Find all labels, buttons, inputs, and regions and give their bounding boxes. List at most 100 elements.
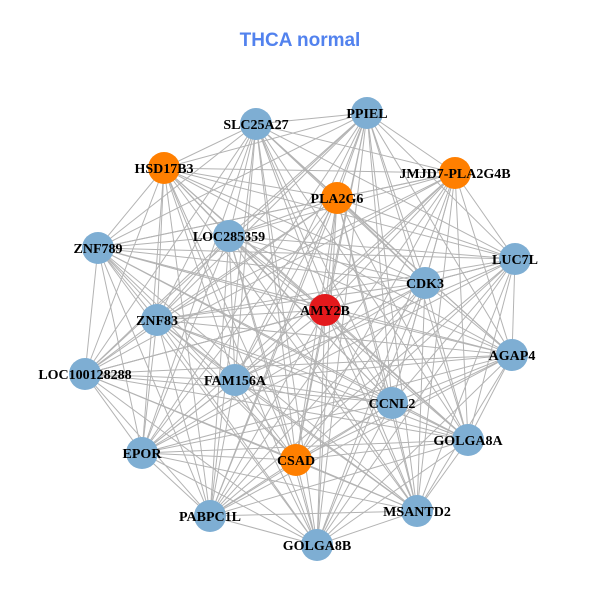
edge: [156, 197, 338, 321]
edge: [97, 247, 143, 454]
edge: [228, 235, 393, 404]
node-loc285359[interactable]: LOC285359: [193, 220, 265, 252]
edge: [295, 172, 456, 461]
edge: [209, 172, 456, 517]
edge: [228, 235, 469, 441]
edge: [391, 402, 418, 512]
node-golga8a[interactable]: GOLGA8A: [433, 424, 504, 456]
node-epor[interactable]: EPOR: [123, 437, 163, 469]
edge: [324, 172, 456, 311]
node-label: CDK3: [406, 277, 444, 292]
edge: [84, 167, 165, 375]
node-ppiel[interactable]: PPIEL: [346, 97, 388, 129]
edge: [141, 379, 236, 454]
edge: [209, 197, 338, 517]
node-amy2b[interactable]: AMY2B: [300, 294, 350, 326]
node-circle: [219, 364, 251, 396]
edge: [324, 309, 393, 404]
node-znf83[interactable]: ZNF83: [136, 304, 178, 336]
edge: [97, 197, 338, 249]
node-ccnl2[interactable]: CCNL2: [369, 387, 416, 419]
node-slc25a27[interactable]: SLC25A27: [223, 108, 289, 140]
edge: [324, 309, 513, 356]
node-agap4[interactable]: AGAP4: [489, 339, 536, 371]
edge: [234, 379, 469, 441]
node-circle: [126, 437, 158, 469]
edge: [97, 247, 211, 517]
node-label: LUC7L: [492, 253, 538, 268]
node-pabpc1l[interactable]: PABPC1L: [179, 500, 241, 532]
node-label: CCNL2: [369, 397, 416, 412]
edge: [336, 197, 426, 284]
edge: [295, 439, 469, 461]
edge: [156, 172, 456, 321]
edge: [424, 282, 469, 441]
node-circle: [141, 304, 173, 336]
edge: [156, 319, 418, 512]
node-circle: [401, 495, 433, 527]
edge: [97, 247, 516, 260]
node-golga8b[interactable]: GOLGA8B: [283, 529, 351, 561]
node-pla2g6[interactable]: PLA2G6: [311, 182, 364, 214]
edge: [141, 402, 393, 454]
edge: [416, 258, 516, 512]
node-circle: [499, 243, 531, 275]
edge: [511, 258, 516, 356]
node-znf789[interactable]: ZNF789: [74, 232, 123, 264]
edge: [391, 258, 516, 404]
node-label: HSD17B3: [134, 162, 193, 177]
edge: [234, 282, 426, 381]
node-label: SLC25A27: [223, 118, 288, 133]
node-label: ZNF789: [74, 242, 123, 257]
edge: [141, 319, 158, 454]
edge: [336, 197, 516, 260]
node-label: PPIEL: [346, 107, 387, 122]
node-label: LOC100128288: [38, 368, 131, 383]
edge: [84, 373, 143, 454]
edge: [163, 167, 338, 199]
node-fam156a[interactable]: FAM156A: [204, 364, 267, 396]
edge: [141, 452, 418, 512]
edge: [141, 112, 368, 454]
figure-title: THCA normal: [239, 30, 361, 51]
edge: [163, 167, 318, 546]
edge: [84, 373, 469, 441]
node-loc100128288[interactable]: LOC100128288: [38, 358, 132, 390]
edge: [209, 258, 516, 517]
node-label: GOLGA8B: [283, 539, 351, 554]
edge: [454, 172, 469, 441]
edge: [97, 247, 418, 512]
edge: [209, 282, 426, 517]
edge: [84, 247, 99, 375]
node-circle: [309, 294, 341, 326]
edge: [156, 309, 326, 321]
edge: [84, 309, 326, 375]
edge: [97, 235, 230, 249]
node-luc7l[interactable]: LUC7L: [492, 243, 538, 275]
node-hsd17b3[interactable]: HSD17B3: [134, 152, 194, 184]
node-circle: [82, 232, 114, 264]
node-cdk3[interactable]: CDK3: [406, 267, 444, 299]
edge: [97, 247, 426, 284]
edge: [84, 354, 513, 375]
edge: [156, 112, 368, 321]
edge: [97, 112, 368, 249]
edge: [228, 235, 513, 356]
edge: [156, 258, 516, 321]
node-label: AGAP4: [489, 349, 536, 364]
node-circle: [194, 500, 226, 532]
edge: [416, 172, 456, 512]
edge: [234, 379, 318, 546]
edge: [141, 452, 297, 461]
edge: [228, 197, 338, 237]
node-circle: [376, 387, 408, 419]
edge: [234, 379, 297, 461]
edge: [255, 123, 326, 311]
edge: [209, 309, 326, 517]
node-csad[interactable]: CSAD: [277, 444, 315, 476]
edge: [454, 172, 516, 260]
node-msantd2[interactable]: MSANTD2: [383, 495, 451, 527]
node-jmjd7-pla2g4b[interactable]: JMJD7-PLA2G4B: [399, 157, 511, 189]
edge: [84, 373, 318, 546]
